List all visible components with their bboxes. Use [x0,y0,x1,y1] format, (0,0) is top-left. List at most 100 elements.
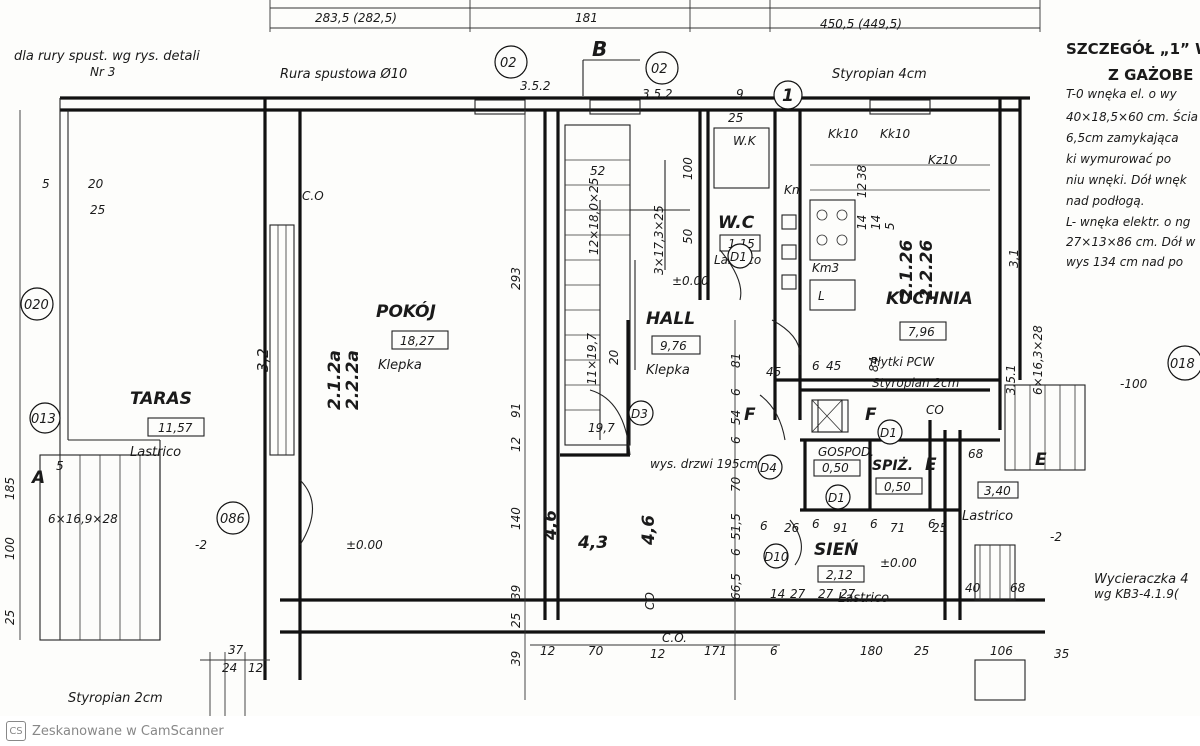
axis-marker: 013 [31,412,56,427]
dim: 91 [833,521,848,535]
dim: 12 [650,647,665,661]
dim: 4,3 [577,533,608,553]
dims-bottom: 37 24 12 [200,643,270,716]
dim: 45 [826,359,841,373]
note-wycieraczka: Wycieraczka 4 [1094,572,1189,587]
room-finish: Lastrico [962,509,1013,524]
level-mark: -2 [1050,530,1062,544]
axis-marker: 02 [500,56,517,71]
section-label: E [1035,450,1047,470]
room-spiz: SPIŻ. 0,50 [872,457,923,495]
room-name: W.C [718,213,755,233]
dim: 25 [728,111,743,125]
note-styropian-bottom: Styropian 2cm [68,691,163,706]
dim: 81 [729,353,743,368]
stair-note: 11×19,7 [585,333,599,385]
dim: 6 [729,436,743,444]
room-name: KUCHNIA [886,289,973,309]
detail-line: wys 134 cm nad po [1066,255,1183,269]
detail-line: 6,5cm zamykająca [1066,131,1179,145]
misc-label: C.O [302,189,324,203]
detail-line: 40×18,5×60 cm. Ścia [1066,109,1198,124]
dim: 12 [248,661,263,675]
dim: 27 [818,587,834,601]
dim: 6 [928,517,936,531]
camscanner-watermark: CS Zeskanowane w CamScanner [0,716,1200,746]
section-code: 2.1.26 [897,240,917,300]
section-code: 3.5.1 [1004,364,1018,395]
misc-label: L [818,289,825,303]
dim: 20 [88,177,104,191]
dim: 24 [222,661,237,675]
door-tag: D3 [631,407,648,421]
dim: 6 [729,388,743,396]
levels: ±0.00 ±0.00 ±0.00 -2 -2 -100 [195,274,1148,570]
level-mark: ±0.00 [880,556,917,570]
misc-label: Kk10 [828,127,858,141]
room-gospod: GOSPOD. 0,50 [813,445,874,477]
walls [59,96,1045,680]
dim: 52 [590,164,605,178]
door-tags: D1 D1 D1 D3 D4 D10 [628,243,903,569]
detail-line: 27×13×86 cm. Dół w [1066,235,1195,249]
section-codes: 2.1.2a 2.2.2a 2.1.26 2.2.26 3.5.1 3.5.2 … [325,79,1018,410]
door-tag: D4 [760,461,777,475]
section-code: 2.2.2a [343,350,363,410]
misc-label: Kz10 [928,153,958,167]
notes: dla rury spust. wg rys. detali Nr 3 Rura… [14,49,1189,706]
level-mark: -2 [195,538,207,552]
detail-title: SZCZEGÓŁ „1” W [1066,39,1200,58]
misc-label: W.K [733,134,757,148]
room-area: 3,40 [984,484,1011,498]
dim: 25 [3,610,17,625]
dim: 54 [729,410,743,425]
dim: 14 [770,587,785,601]
doormat [974,544,1016,601]
room-finish: Lastrico [838,591,889,606]
dim: 3,1 [1007,249,1021,268]
room-taras: TARAS 11,57 Lastrico [130,389,205,460]
section-code: 2.1.2a [325,350,345,410]
stair-note: 12×18,0×25 [587,178,601,255]
detail-line: ki wymurować po [1066,152,1171,166]
dim: 171 [704,644,727,658]
detail-line: nad podłogą. [1066,194,1145,208]
dim-top-1: 283,5 (282,5) [315,11,397,25]
dim: 4,6 [541,510,561,541]
misc-label: CO [926,403,944,417]
camscanner-icon: CS [6,721,26,741]
note-drain-nr: Nr 3 [90,65,115,79]
dim: 66,5 [729,573,743,600]
dim: 68 [1010,581,1026,595]
dim: 9 [736,87,744,101]
dim: 20 [607,349,621,365]
stair-note: 6×16,3×28 [1031,325,1045,395]
axis-markers: 02 02 020 013 086 018 1 [20,45,1200,535]
section-label: E [925,455,937,475]
detail-line: T-0 wnęka el. o wy [1066,87,1178,101]
level-mark: ±0.00 [346,538,383,552]
level-mark: -100 [1120,377,1148,391]
note-door-height: wys. drzwi 195cm [650,457,758,471]
section-code: 2.2.26 [917,240,937,300]
detail-line: niu wnęki. Dół wnęk [1066,173,1188,187]
door-tag: D1 [828,491,845,505]
dim: 5 [883,222,897,230]
room-name: TARAS [130,389,192,409]
stair-note: 3×17,3×25 [652,205,666,275]
windows [269,99,931,456]
dim: 12 [855,183,869,198]
dim: 6 [729,548,743,556]
terrace-steps [39,439,161,641]
dim: 70 [729,476,743,492]
misc-label: Km3 [812,261,839,275]
dim: 27 [790,587,806,601]
note-drain: dla rury spust. wg rys. detali [14,49,200,64]
section-label: A [30,468,45,488]
room-area: 2,12 [826,568,853,582]
misc-label: Kk10 [880,127,910,141]
dim: 6 [812,517,820,531]
room-name: POKÓJ [376,300,436,322]
room-hall: HALL 9,76 Klepka [646,309,701,378]
